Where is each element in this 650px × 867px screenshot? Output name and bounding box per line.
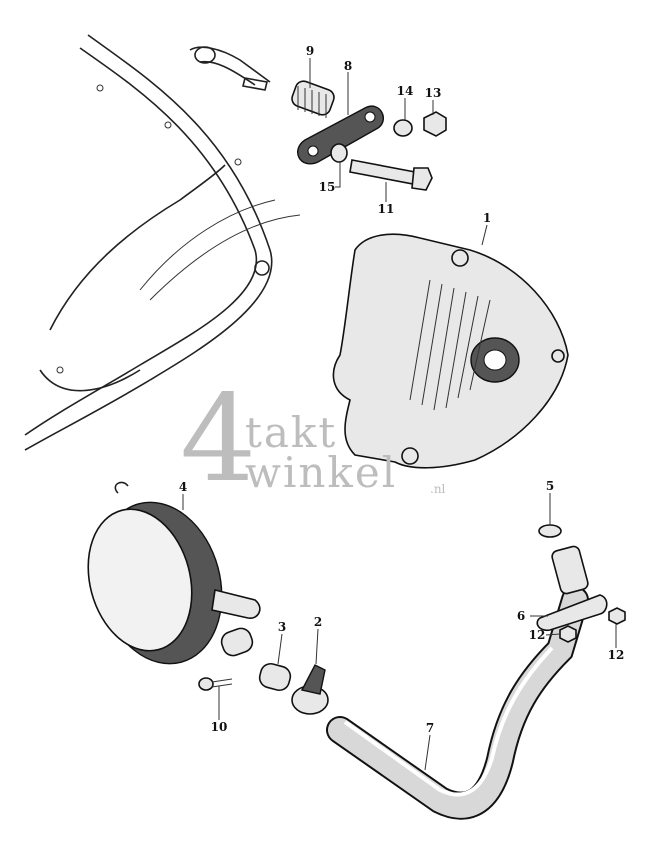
part-15-washer bbox=[330, 143, 348, 163]
callout-5: 5 bbox=[545, 479, 555, 493]
part-1-cover bbox=[332, 233, 569, 469]
callout-15: 15 bbox=[318, 180, 336, 194]
callout-9: 9 bbox=[305, 44, 315, 58]
part-8-plate bbox=[297, 105, 384, 165]
callout-13: 13 bbox=[424, 86, 442, 100]
callout-10: 10 bbox=[210, 720, 228, 734]
callout-8: 8 bbox=[343, 59, 353, 73]
callout-12-right: 12 bbox=[607, 648, 625, 662]
part-4-headlight bbox=[87, 481, 261, 665]
part-12-nut-right bbox=[608, 607, 626, 625]
part-7-exhaust-pipe bbox=[326, 545, 608, 820]
part-14-washer bbox=[393, 119, 413, 137]
part-12-nut-left bbox=[559, 625, 577, 643]
leader-lines bbox=[182, 58, 617, 771]
part-10-screw bbox=[198, 677, 233, 691]
watermark-digit: 4 bbox=[180, 370, 257, 509]
part-3-bushing bbox=[258, 662, 292, 692]
watermark-line2: winkel bbox=[245, 448, 398, 497]
callout-3: 3 bbox=[277, 620, 287, 634]
frame-outline bbox=[24, 34, 301, 451]
callout-2: 2 bbox=[313, 615, 323, 629]
callout-1: 1 bbox=[482, 211, 492, 225]
part-2-clamp bbox=[291, 664, 329, 715]
part-13-nut bbox=[423, 111, 447, 137]
callout-6: 6 bbox=[516, 609, 526, 623]
callout-14: 14 bbox=[396, 84, 414, 98]
callout-12-left: 12 bbox=[528, 628, 546, 642]
watermark-line1: takt bbox=[245, 408, 338, 457]
callout-4: 4 bbox=[178, 480, 188, 494]
watermark-suffix: .nl bbox=[430, 482, 446, 496]
callout-11: 11 bbox=[377, 202, 395, 216]
part-9-spring bbox=[291, 80, 335, 118]
part-11-bolt bbox=[349, 159, 433, 191]
part-5-gasket bbox=[538, 524, 562, 538]
callout-7: 7 bbox=[425, 721, 435, 735]
